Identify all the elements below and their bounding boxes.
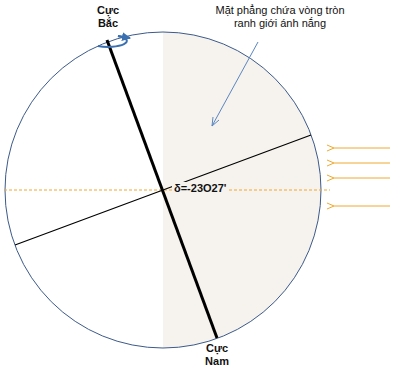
plane-note: Mặt phẳng chứa vòng tròn ranh giới ánh n… <box>210 4 350 29</box>
sun-ray-dashed <box>4 190 330 191</box>
leader-line <box>212 42 258 126</box>
sun-ray <box>334 163 390 164</box>
pole-label: Cực Bắc <box>88 4 128 29</box>
earth-circle <box>5 32 321 348</box>
pole-label: Cực Nam <box>195 342 239 367</box>
rotation-arrowhead <box>118 36 130 38</box>
sun-ray <box>334 206 390 207</box>
sun-ray <box>334 178 390 179</box>
sun-ray <box>334 148 390 149</box>
declination-label: δ=-23O27' <box>172 182 228 195</box>
leader-arrowhead <box>212 117 219 126</box>
